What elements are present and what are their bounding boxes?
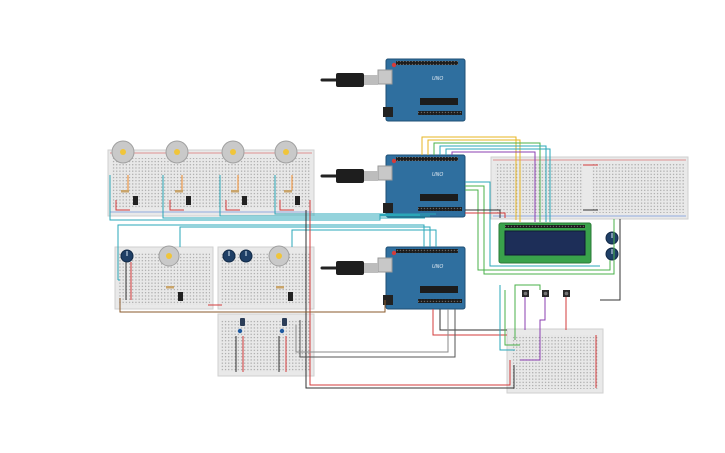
usb-plug-middle[interactable] [320, 169, 378, 183]
arduino-uno-top[interactable]: UNO [377, 58, 466, 122]
dc-motor[interactable] [111, 140, 135, 164]
board-label: UNO [432, 172, 443, 178]
dc-motor[interactable] [274, 140, 298, 164]
usb-plug-bottom[interactable] [320, 261, 378, 275]
potentiometer[interactable] [605, 247, 619, 261]
potentiometer[interactable] [120, 249, 134, 263]
potentiometer[interactable] [605, 231, 619, 245]
board-label: UNO [432, 76, 443, 82]
breadboard-buttons[interactable] [506, 328, 604, 394]
dc-motor[interactable] [221, 140, 245, 164]
breadboard-center-middle[interactable] [217, 246, 315, 310]
board-label: UNO [432, 264, 443, 270]
usb-plug-top[interactable] [320, 73, 378, 87]
transistor[interactable] [133, 196, 300, 301]
resistor[interactable] [121, 190, 292, 289]
breadboard-lcd[interactable] [490, 156, 689, 220]
dc-motor[interactable] [165, 140, 189, 164]
pushbutton[interactable] [563, 290, 570, 297]
capacitor[interactable] [237, 318, 287, 334]
pushbutton[interactable] [542, 290, 549, 297]
pushbutton[interactable] [522, 290, 529, 297]
wires[interactable] [109, 136, 621, 389]
dc-motor[interactable] [158, 245, 180, 267]
potentiometer[interactable] [222, 249, 236, 263]
lcd-display[interactable] [498, 222, 592, 264]
arduino-uno-bottom[interactable]: UNO [377, 246, 466, 310]
potentiometer[interactable] [239, 249, 253, 263]
arduino-uno-middle[interactable]: UNO [377, 154, 466, 218]
dc-motor[interactable] [268, 245, 290, 267]
